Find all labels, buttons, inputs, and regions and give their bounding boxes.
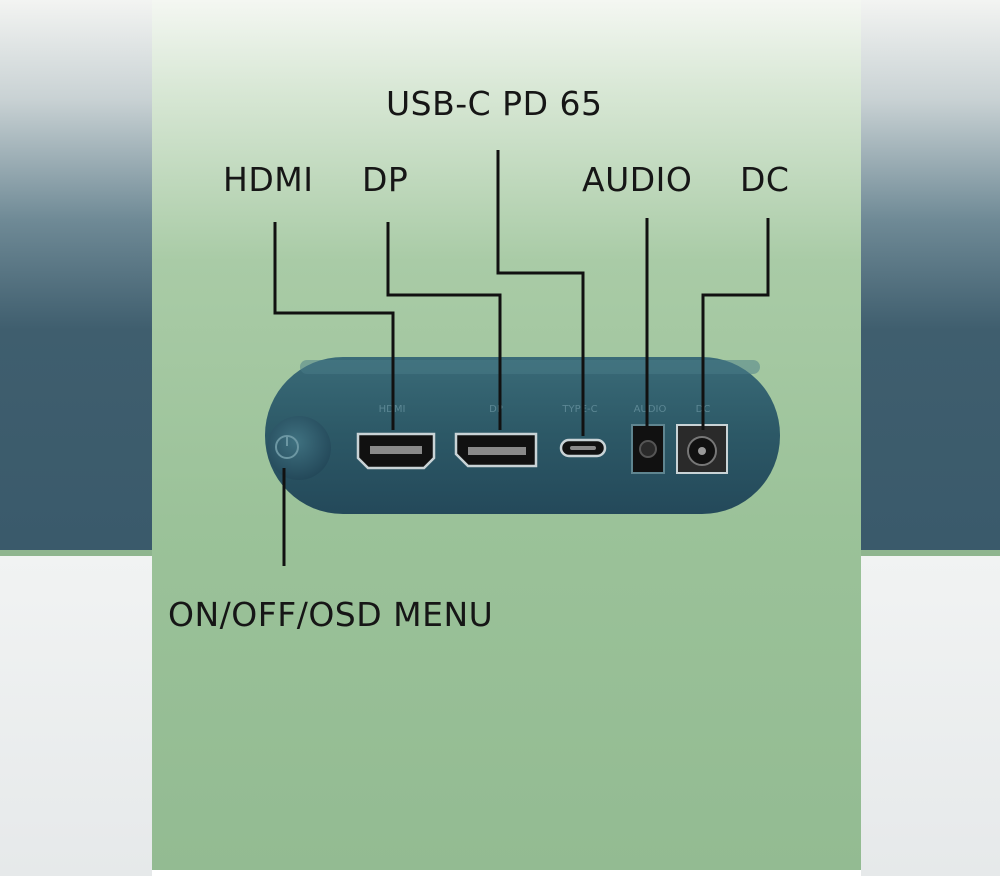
background-left-gradient bbox=[0, 0, 152, 550]
label-usb-c: USB-C PD 65 bbox=[386, 84, 603, 123]
port-print-typec: TYPE-C bbox=[561, 404, 597, 415]
leader-lines bbox=[273, 150, 770, 566]
leader-line-usbc bbox=[496, 150, 585, 436]
power-button[interactable] bbox=[267, 416, 331, 480]
label-dc: DC bbox=[740, 160, 790, 199]
background-left-light bbox=[0, 550, 152, 876]
device-top-edge bbox=[300, 360, 760, 374]
displayport-port bbox=[454, 432, 538, 468]
background-right-light bbox=[861, 550, 1000, 876]
label-power-button: ON/OFF/OSD MENU bbox=[168, 595, 494, 634]
background-right-gradient bbox=[861, 0, 1000, 550]
dc-jack bbox=[676, 424, 728, 474]
label-audio: AUDIO bbox=[582, 160, 693, 199]
usb-c-port bbox=[559, 438, 607, 458]
leader-line-dp bbox=[386, 222, 502, 430]
audio-jack bbox=[631, 424, 665, 474]
leader-line-hdmi bbox=[273, 222, 395, 430]
port-print-dp: DP bbox=[489, 404, 503, 415]
hdmi-port bbox=[356, 432, 436, 470]
port-print-audio: AUDIO bbox=[634, 404, 667, 415]
leader-line-dc bbox=[701, 218, 770, 430]
label-dp: DP bbox=[362, 160, 409, 199]
label-hdmi: HDMI bbox=[223, 160, 314, 199]
